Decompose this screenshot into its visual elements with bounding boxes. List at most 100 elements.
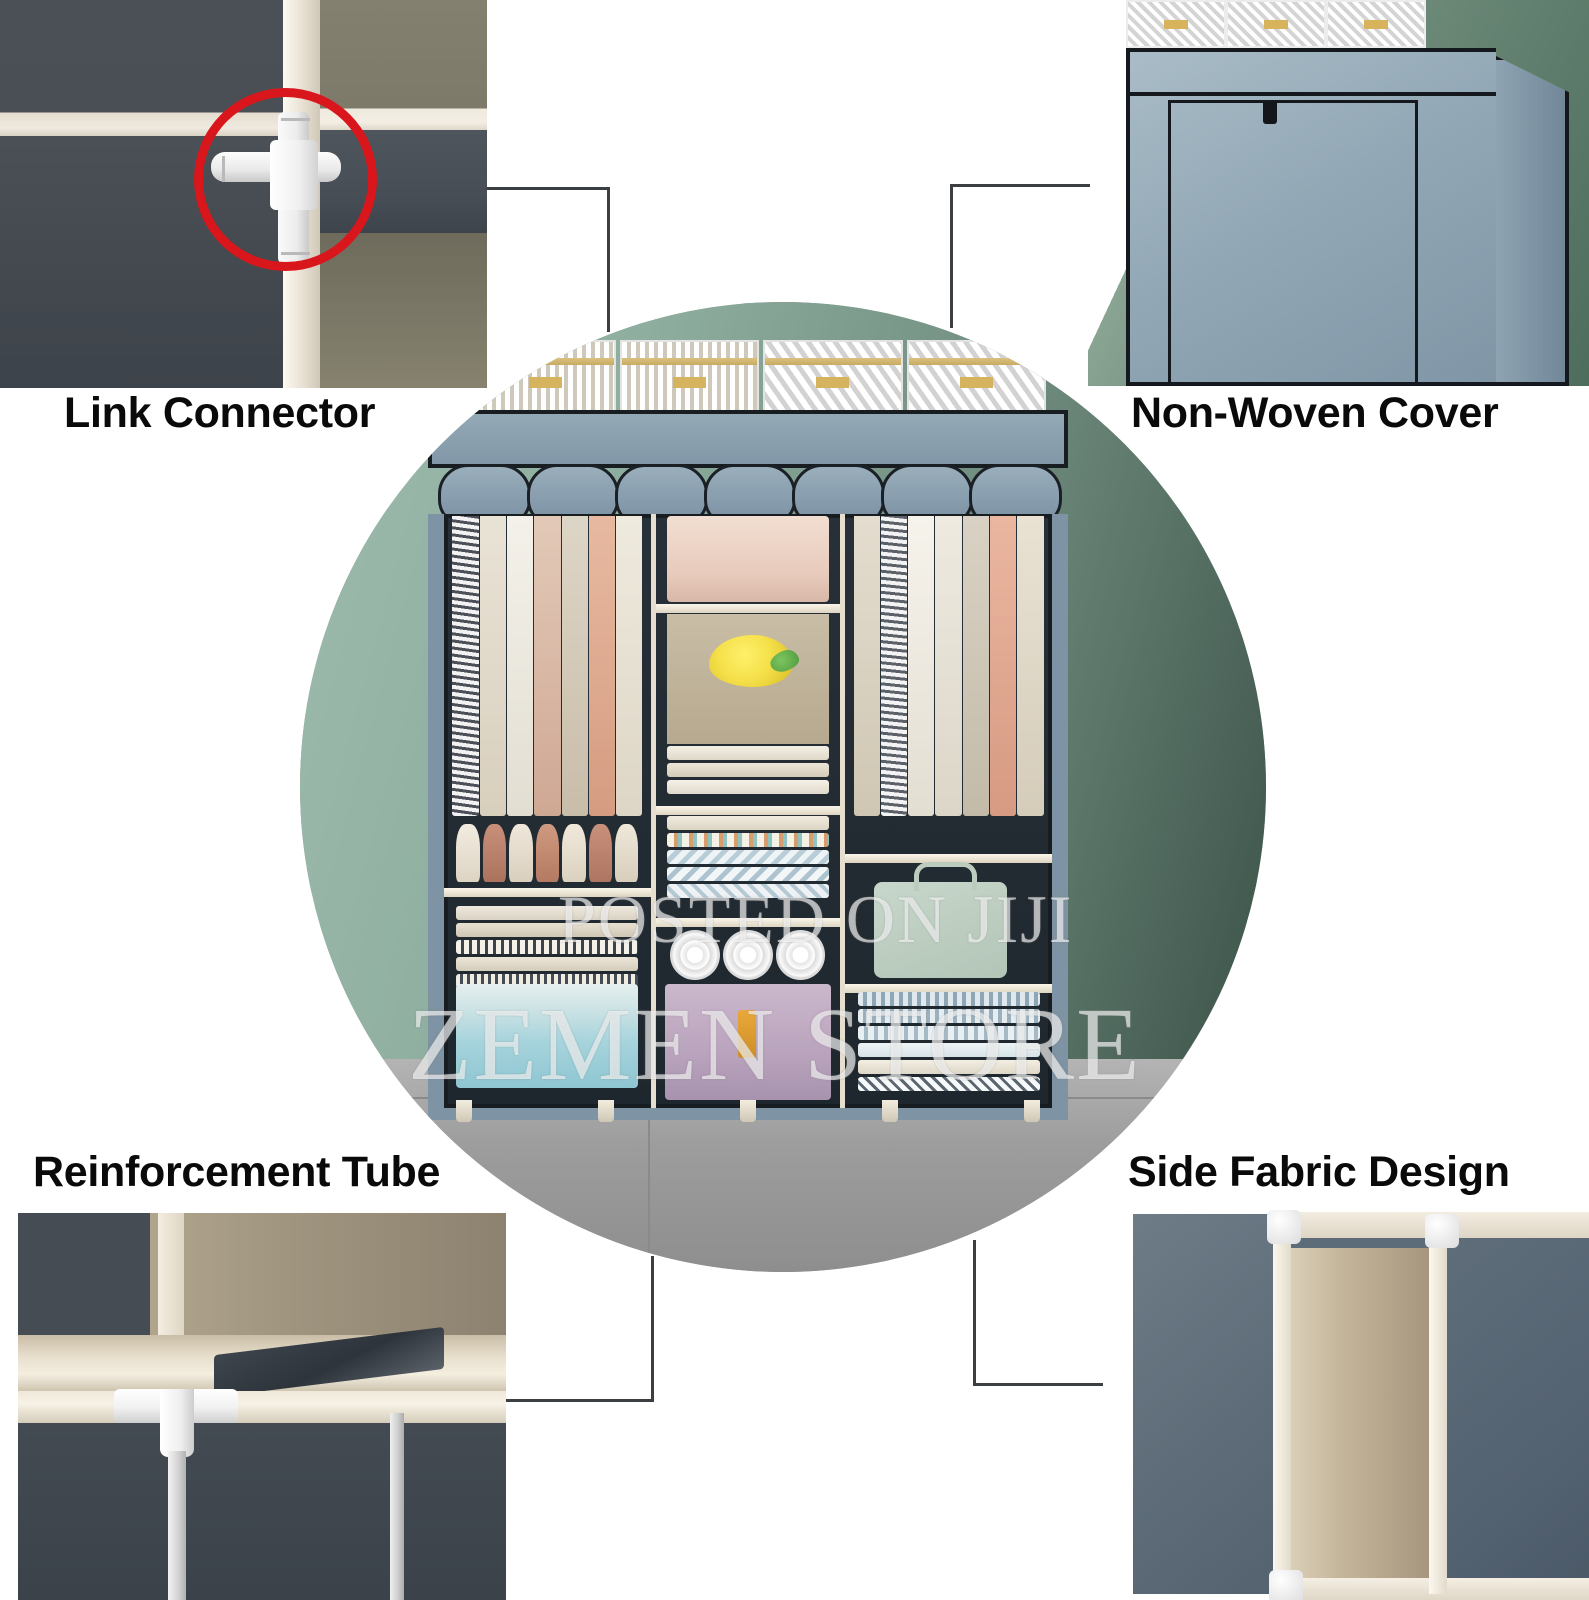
garment — [935, 516, 962, 816]
folded-item — [666, 816, 830, 830]
garment — [561, 516, 588, 816]
shoe — [562, 824, 586, 882]
leg — [739, 1100, 756, 1122]
garment — [616, 516, 643, 816]
shelf-board — [444, 888, 651, 897]
wardrobe-interior — [428, 514, 1068, 1122]
folded-item — [456, 940, 639, 954]
wardrobe-side-panel — [1496, 56, 1569, 386]
shoe — [509, 824, 533, 882]
rolled-towels — [670, 930, 826, 980]
support-leg-secondary — [390, 1413, 404, 1600]
folded-linens-middle-lower — [666, 816, 830, 898]
garment — [908, 516, 935, 816]
leg — [1023, 1100, 1040, 1122]
top-storage-boxes — [476, 340, 1046, 412]
leg — [598, 1100, 615, 1122]
folded-item — [857, 1009, 1040, 1023]
wardrobe-legs — [456, 1100, 1040, 1122]
storage-box — [476, 340, 616, 412]
shoe — [482, 824, 507, 882]
shelf-board — [845, 854, 1052, 863]
folded-item — [666, 884, 830, 898]
wardrobe-top-cover — [428, 410, 1068, 468]
frame-post-left — [1273, 1222, 1291, 1594]
lemon-plush-toy — [709, 634, 801, 687]
storage-bin-teal — [456, 984, 639, 1088]
garment — [990, 516, 1017, 816]
storage-box — [1226, 0, 1326, 48]
frame-rail — [18, 1391, 506, 1423]
interior-column-middle — [650, 514, 846, 1108]
garment — [479, 516, 506, 816]
corner-joint-bottom-left — [1269, 1570, 1303, 1600]
shelf-board — [655, 806, 841, 815]
pillow-pink — [666, 516, 830, 602]
folded-item — [456, 906, 639, 920]
side-fabric-insert — [1283, 1248, 1441, 1594]
hero-product-photo — [300, 302, 1266, 1272]
leg — [881, 1100, 898, 1122]
corner-joint-top-left — [1267, 1210, 1301, 1244]
garment — [1017, 516, 1044, 816]
folded-item — [857, 1077, 1040, 1091]
folded-item — [666, 746, 830, 760]
lower-compartment — [18, 1423, 506, 1600]
folded-item — [456, 923, 639, 937]
shoe — [456, 824, 480, 882]
interior-column-right — [845, 514, 1052, 1108]
garment — [853, 516, 880, 816]
shoe — [614, 824, 639, 882]
outer-fabric-panel-left — [1133, 1214, 1273, 1594]
storage-boxes-row — [1126, 0, 1426, 48]
wardrobe-door-outline — [1168, 100, 1418, 386]
folded-item — [666, 850, 830, 864]
rolled-towel — [775, 930, 826, 980]
suitcase — [874, 862, 1007, 978]
storage-box — [1326, 0, 1426, 48]
shelf-board — [655, 604, 841, 613]
garment — [880, 516, 908, 816]
corner-joint-top-right — [1425, 1214, 1459, 1248]
bin-tag — [738, 1009, 757, 1059]
shoe — [588, 824, 612, 882]
folded-linens-left — [456, 906, 639, 988]
garment — [962, 516, 990, 816]
wardrobe — [428, 340, 1068, 1122]
garment — [534, 516, 561, 816]
shelf-cavity — [666, 614, 830, 744]
hanging-clothes-left — [452, 516, 643, 816]
garment — [506, 516, 534, 816]
frame-post-right — [1429, 1222, 1447, 1594]
highlight-circle-icon — [194, 88, 377, 271]
storage-box — [906, 340, 1046, 412]
folded-item — [857, 1043, 1040, 1057]
folded-item — [857, 1026, 1040, 1040]
folded-item — [456, 957, 639, 971]
folded-linens-right — [857, 992, 1040, 1091]
rolled-towel — [723, 930, 773, 980]
interior-columns — [444, 514, 1052, 1108]
folded-item — [666, 833, 830, 847]
top-seam-strip — [1126, 48, 1496, 96]
shoe-row — [456, 824, 639, 882]
storage-bin-purple — [664, 984, 832, 1100]
garment — [452, 516, 479, 816]
storage-box — [1126, 0, 1226, 48]
shoe — [535, 824, 560, 882]
support-leg — [168, 1451, 186, 1600]
folded-item — [666, 780, 830, 794]
plush-leaf — [767, 647, 801, 676]
folded-item — [666, 763, 830, 777]
hanging-clothes-right — [853, 516, 1044, 816]
tee-connector-vertical — [160, 1389, 194, 1457]
zipper-pull-icon — [1263, 102, 1277, 124]
garment — [588, 516, 616, 816]
folded-item — [666, 867, 830, 881]
rolled-towel — [670, 930, 721, 980]
shelf-board — [845, 984, 1052, 993]
interior-column-left — [444, 514, 651, 1108]
folded-item — [857, 992, 1040, 1006]
storage-box — [763, 340, 903, 412]
